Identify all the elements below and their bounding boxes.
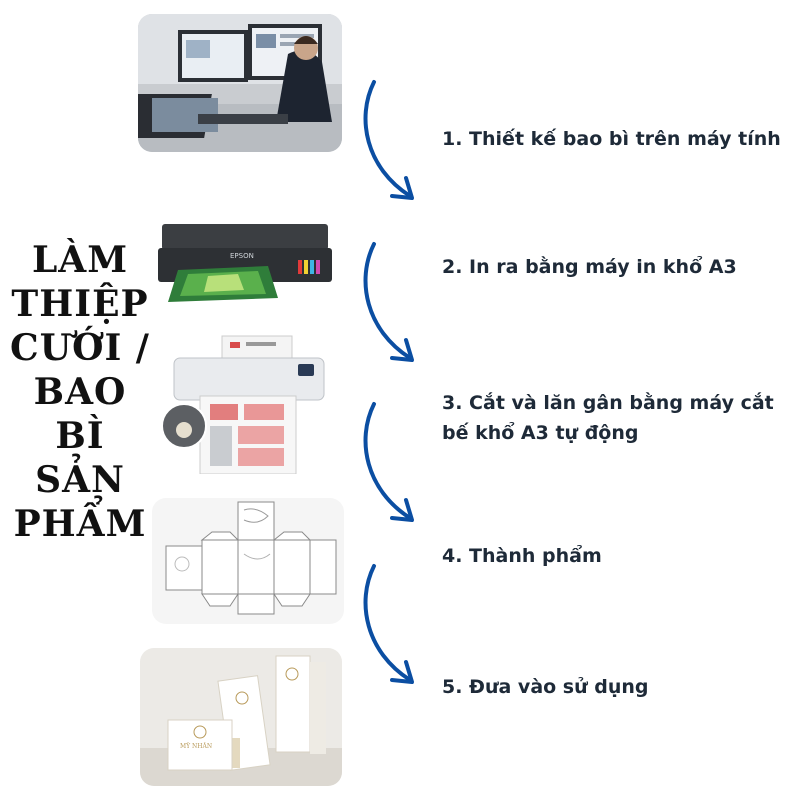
step-1-label: 1. Thiết kế bao bì trên máy tính xyxy=(442,128,781,150)
curved-arrow-icon xyxy=(363,402,414,522)
step-3-label: 3. Cắt và lăn gân bằng máy cắt bế khổ A3… xyxy=(442,392,774,444)
step-3-image xyxy=(160,334,328,474)
printer-brand: EPSON xyxy=(230,252,254,260)
title-line: BAO xyxy=(33,371,127,413)
title-line: THIỆP xyxy=(11,283,149,325)
page-title: LÀM THIỆP CƯỚI / BAO BÌ SẢN PHẨM xyxy=(10,238,150,546)
curved-arrow-icon xyxy=(363,242,414,362)
step-2-label: 2. In ra bằng máy in khổ A3 xyxy=(442,256,737,278)
step-1-image xyxy=(138,14,342,152)
step-4-label: 4. Thành phẩm xyxy=(442,545,602,567)
title-line: SẢN xyxy=(35,459,125,501)
curved-arrow-icon xyxy=(363,564,414,684)
title-line: PHẨM xyxy=(13,503,147,545)
step-5-image: MỸ NHÂN xyxy=(140,648,342,786)
step-2-image: EPSON xyxy=(148,218,338,308)
title-line: CƯỚI / xyxy=(10,327,150,369)
curved-arrow-icon xyxy=(363,80,414,200)
step-4-image xyxy=(152,498,344,624)
title-line: LÀM xyxy=(31,239,129,281)
step-5-label: 5. Đưa vào sử dụng xyxy=(442,676,649,698)
box-brand-label: MỸ NHÂN xyxy=(180,742,212,750)
title-line: BÌ xyxy=(55,415,105,457)
